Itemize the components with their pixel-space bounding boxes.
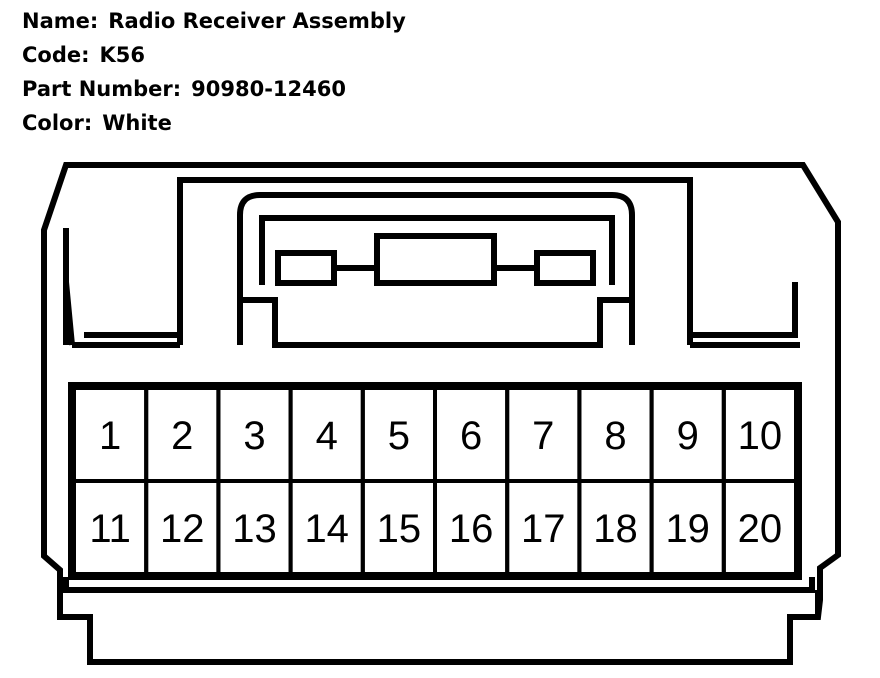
connector-housing-outline [41, 162, 841, 665]
lock-tab-inner [237, 192, 635, 345]
pin-label-11: 11 [89, 507, 131, 551]
pin-label-9: 9 [677, 414, 699, 458]
housing-right-shelf [690, 282, 800, 348]
connector-part-number-row: Part Number: 90980-12460 [22, 77, 346, 101]
lock-tab-outer [177, 177, 693, 345]
connector-part-number-value: 90980-12460 [191, 77, 346, 101]
pin-cavity-20 [721, 479, 798, 576]
pin-label-7: 7 [532, 414, 554, 458]
connector-color-value: White [102, 111, 172, 135]
lock-block-center [374, 233, 497, 286]
connector-code-row: Code: K56 [22, 43, 145, 67]
connector-code-value: K56 [99, 43, 146, 67]
lock-lower-contour [240, 297, 632, 348]
pin-label-16: 16 [449, 507, 494, 551]
connector-part-number-label: Part Number: [22, 77, 182, 101]
lock-block-right [534, 250, 596, 286]
pin-label-6: 6 [460, 414, 482, 458]
pin-label-8: 8 [604, 414, 626, 458]
connector-color-label: Color: [22, 111, 93, 135]
pin-label-4: 4 [316, 414, 338, 458]
pin-label-13: 13 [232, 507, 277, 551]
pin-label-5: 5 [388, 414, 410, 458]
housing-left-shelf [72, 332, 180, 348]
pin-label-3: 3 [243, 414, 265, 458]
pin-label-17: 17 [521, 507, 566, 551]
pin-label-2: 2 [171, 414, 193, 458]
connector-name-label: Name: [22, 9, 99, 33]
pin-block-frame [68, 382, 802, 580]
pin-label-19: 19 [665, 507, 710, 551]
connector-name-value: Radio Receiver Assembly [108, 9, 406, 33]
pin-label-20: 20 [738, 507, 783, 551]
pin-label-18: 18 [593, 507, 638, 551]
pin-label-15: 15 [377, 507, 422, 551]
connector-code-label: Code: [22, 43, 90, 67]
connector-name-row: Name: Radio Receiver Assembly [22, 9, 406, 33]
connector-color-row: Color: White [22, 111, 172, 135]
pin-label-14: 14 [304, 507, 349, 551]
bottom-rail [57, 577, 821, 617]
pin-label-10: 10 [738, 414, 783, 458]
lock-inner-channel [259, 215, 615, 285]
pin-label-1: 1 [99, 414, 121, 458]
pin-label-12: 12 [160, 507, 205, 551]
lock-block-left [275, 250, 337, 286]
